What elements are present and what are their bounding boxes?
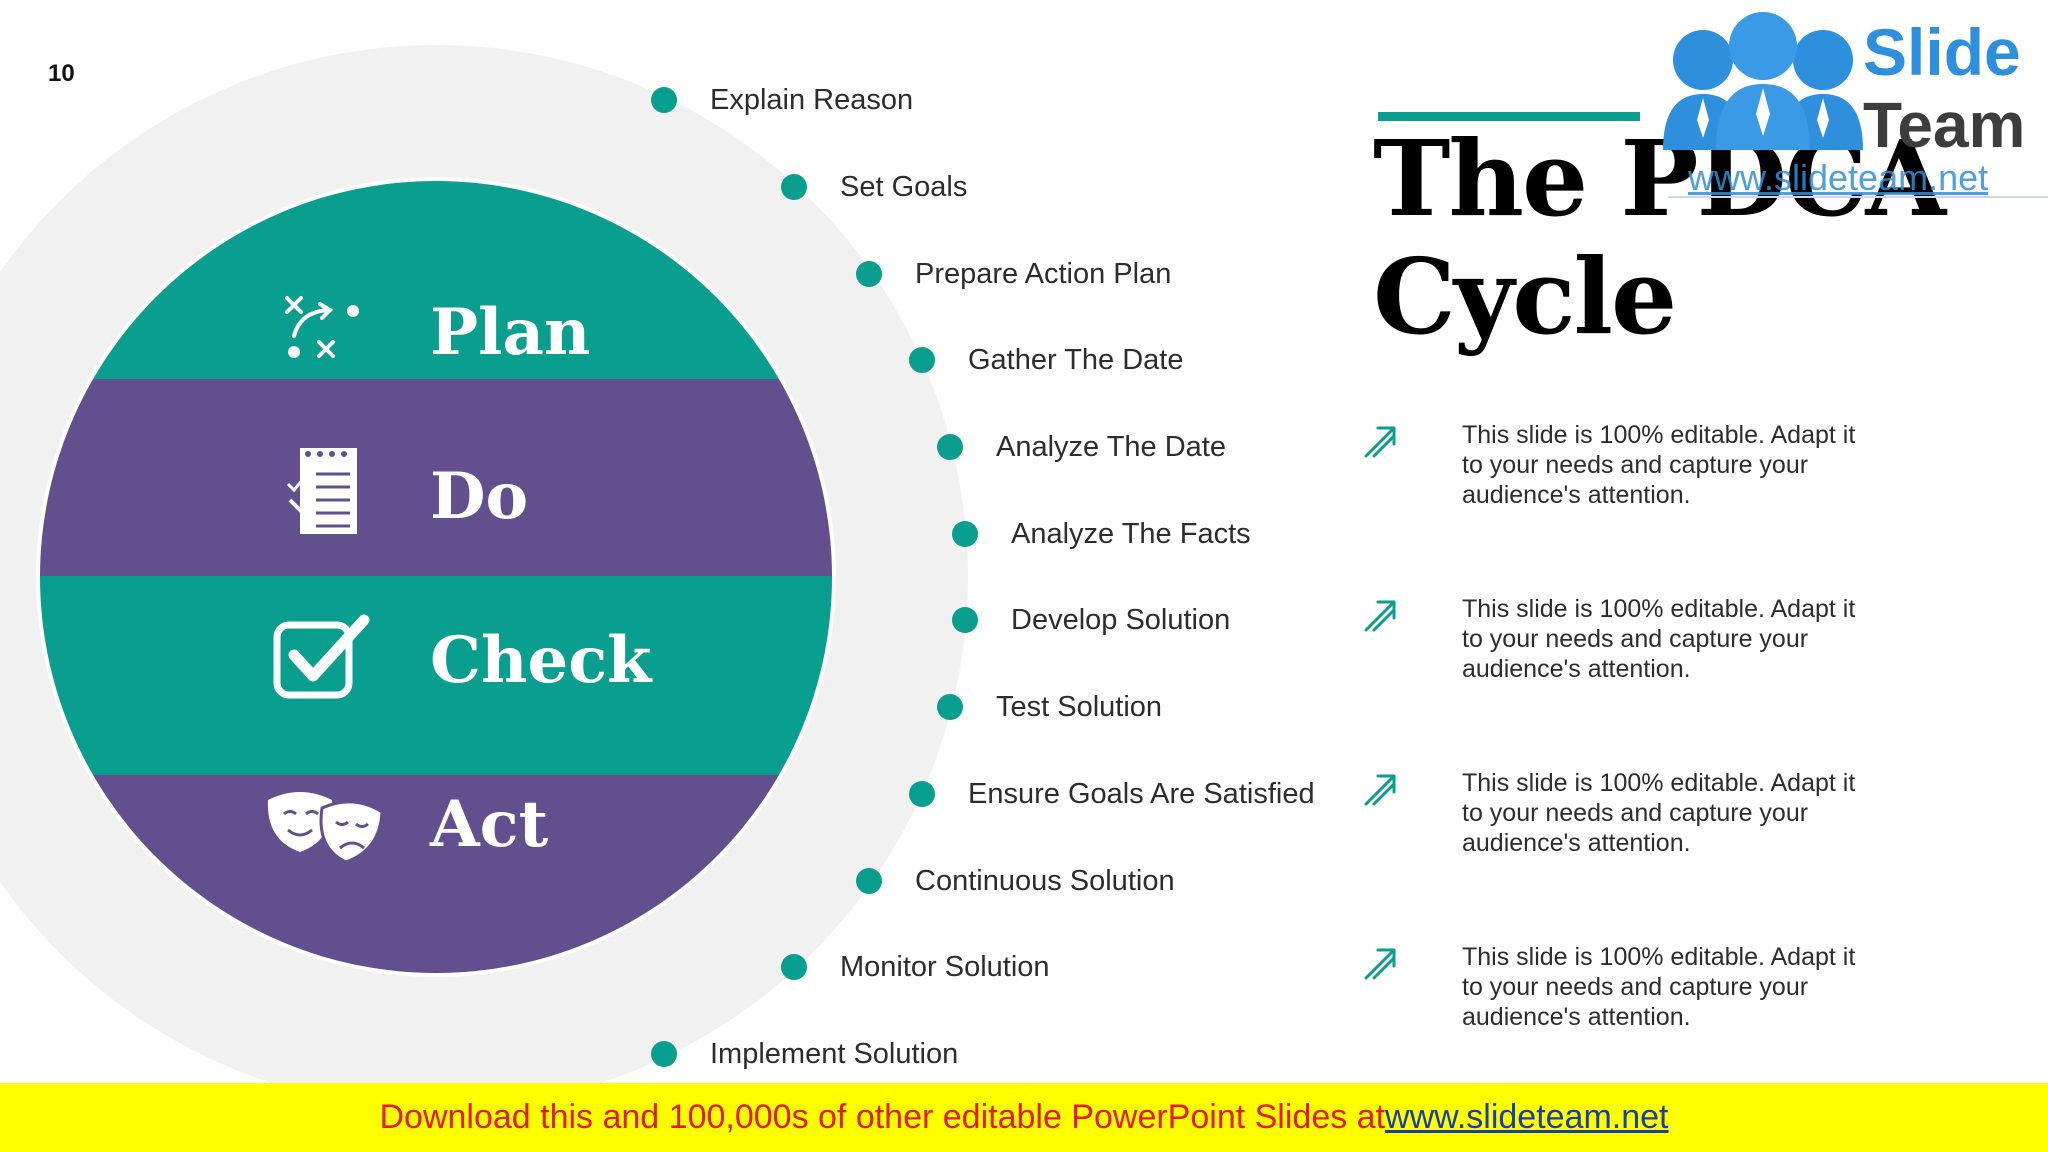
- step-label: Explain Reason: [710, 83, 914, 116]
- logo-text-team: Team: [1863, 89, 2026, 161]
- step-item: Analyze The Date: [937, 427, 1226, 467]
- step-dot: [781, 174, 807, 200]
- checklist-notepad-icon: [286, 448, 357, 534]
- step-dot: [651, 1041, 677, 1067]
- step-dot: [952, 521, 978, 547]
- download-banner: Download this and 100,000s of other edit…: [0, 1083, 2048, 1152]
- diagonal-arrow-icon: [1364, 774, 1396, 806]
- step-label: Develop Solution: [1011, 603, 1231, 636]
- step-dot: [909, 781, 935, 807]
- phase-label-do: Do: [430, 459, 528, 534]
- step-dot: [909, 347, 935, 373]
- note-text: This slide is 100% editable. Adapt it to…: [1462, 943, 1856, 1031]
- do-band: [40, 379, 832, 576]
- logo-people-icon: [1663, 12, 1863, 150]
- title-accent-bar: [1378, 112, 1640, 121]
- banner-link[interactable]: www.slideteam.net: [1385, 1098, 1669, 1136]
- logo-text-slide: Slide: [1863, 15, 2021, 89]
- step-item: Develop Solution: [952, 600, 1230, 640]
- step-item: Set Goals: [781, 167, 967, 207]
- step-label: Implement Solution: [710, 1037, 959, 1070]
- step-dot: [937, 694, 963, 720]
- step-item: Continuous Solution: [856, 861, 1175, 901]
- diagonal-arrow-icon: [1364, 600, 1396, 632]
- checkbox-checked-icon: [273, 614, 370, 699]
- step-label: Set Goals: [840, 170, 968, 203]
- diagonal-arrow-icon: [1364, 426, 1396, 458]
- step-dot: [651, 87, 677, 113]
- step-dot: [856, 261, 882, 287]
- step-dot: [937, 434, 963, 460]
- note-item: This slide is 100% editable. Adapt it to…: [1360, 942, 1860, 1032]
- step-item: Implement Solution: [651, 1034, 958, 1074]
- banner-text: Download this and 100,000s of other edit…: [379, 1098, 1386, 1136]
- step-label: Continuous Solution: [915, 864, 1175, 897]
- note-text: This slide is 100% editable. Adapt it to…: [1462, 421, 1856, 509]
- step-label: Gather The Date: [968, 343, 1184, 376]
- note-item: This slide is 100% editable. Adapt it to…: [1360, 420, 1860, 510]
- theater-masks-icon: [267, 792, 384, 864]
- strategy-play-icon: [285, 296, 359, 358]
- note-text: This slide is 100% editable. Adapt it to…: [1462, 595, 1856, 683]
- step-item: Explain Reason: [651, 80, 913, 120]
- step-label: Analyze The Facts: [1011, 517, 1251, 550]
- step-dot: [952, 607, 978, 633]
- step-dot: [856, 868, 882, 894]
- step-label: Monitor Solution: [840, 950, 1050, 983]
- note-text: This slide is 100% editable. Adapt it to…: [1462, 769, 1856, 857]
- slide-number: 10: [48, 60, 75, 87]
- phase-label-check: Check: [430, 623, 653, 698]
- step-label: Prepare Action Plan: [915, 257, 1172, 290]
- note-item: This slide is 100% editable. Adapt it to…: [1360, 594, 1860, 684]
- pdca-circle-graphic: Plan Do Check: [0, 45, 968, 1109]
- step-item: Ensure Goals Are Satisfied: [909, 774, 1315, 814]
- step-item: Monitor Solution: [781, 947, 1050, 987]
- step-item: Analyze The Facts: [952, 514, 1251, 554]
- logo-url[interactable]: www.slideteam.net: [1688, 157, 1989, 198]
- logo-divider: [1668, 196, 2048, 198]
- step-label: Test Solution: [996, 690, 1163, 723]
- step-item: Test Solution: [937, 687, 1162, 727]
- diagonal-arrow-icon: [1364, 948, 1396, 980]
- note-item: This slide is 100% editable. Adapt it to…: [1360, 768, 1860, 858]
- check-band: [40, 576, 832, 775]
- step-dot: [781, 954, 807, 980]
- step-item: Gather The Date: [909, 340, 1183, 380]
- slide-title-line2: Cycle: [1373, 235, 1677, 358]
- step-label: Ensure Goals Are Satisfied: [968, 777, 1315, 810]
- step-label: Analyze The Date: [996, 430, 1226, 463]
- phase-label-act: Act: [429, 787, 549, 862]
- step-item: Prepare Action Plan: [856, 254, 1171, 294]
- slideteam-logo: Slide Team www.slideteam.net: [1638, 0, 2048, 200]
- phase-label-plan: Plan: [430, 295, 590, 370]
